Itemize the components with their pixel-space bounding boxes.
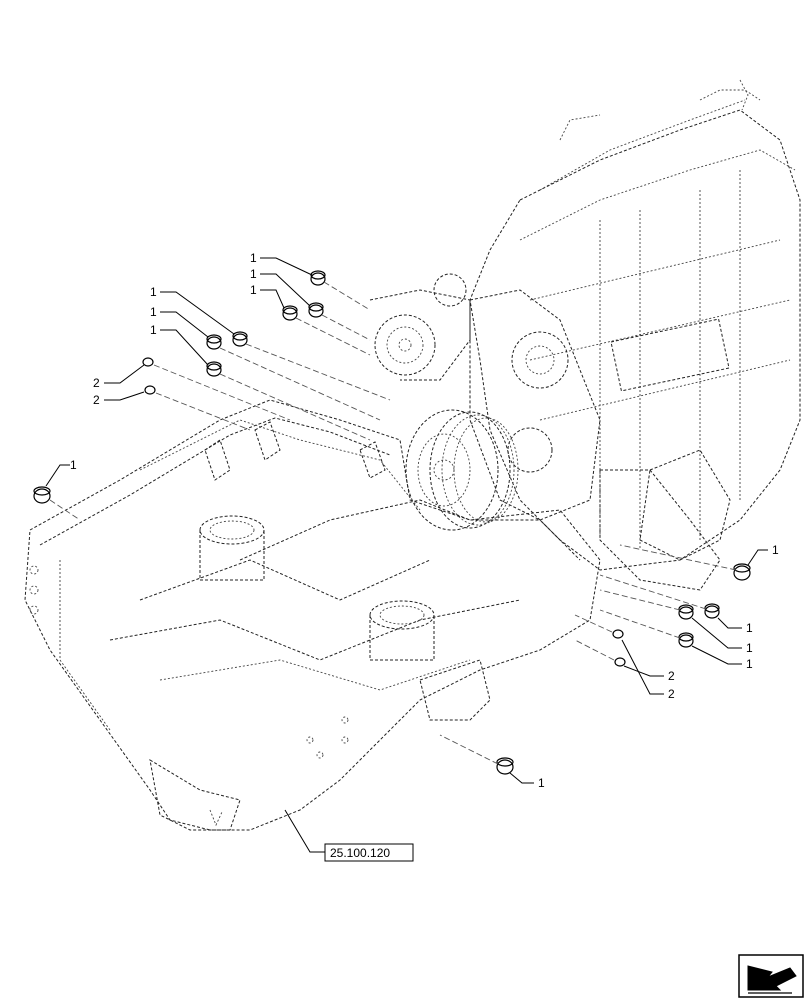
small-plug-part [612,629,624,639]
plug-part [310,270,326,286]
callout-1: 1 [746,657,753,671]
reference-label[interactable]: 25.100.120 [324,843,414,862]
plug-part [282,305,298,321]
plug-part [496,757,514,775]
callout-1: 1 [538,776,545,790]
callout-1: 1 [746,641,753,655]
callout-1: 1 [250,267,257,281]
callout-labels: 1 1 1 1 1 1 2 2 1 1 1 1 1 2 2 1 [70,251,779,790]
plug-part [206,361,222,377]
callout-1: 1 [746,621,753,635]
callout-1: 1 [150,285,157,299]
callout-1: 1 [250,283,257,297]
callout-1: 1 [772,543,779,557]
callout-2: 2 [93,376,100,390]
callout-1: 1 [70,458,77,472]
plug-part [704,603,720,619]
small-plug-part [142,357,154,367]
callout-leaders [45,257,768,853]
small-plug-part [144,385,156,395]
front-axle-support-frame [24,399,601,831]
installation-paths [49,281,737,765]
engine-assembly [369,79,801,591]
callout-2: 2 [93,393,100,407]
callout-2: 2 [668,669,675,683]
small-plug-part [614,657,626,667]
reference-label-text: 25.100.120 [330,846,390,860]
plug-part [678,632,694,648]
callout-1: 1 [150,323,157,337]
plug-part [678,604,694,620]
callout-2: 2 [668,687,675,701]
arrow-navigation-icon[interactable] [738,954,804,998]
plug-part [33,486,51,504]
plug-part [206,334,222,350]
plug-part [308,302,324,318]
plug-part [733,563,751,581]
plug-part [232,331,248,347]
callout-1: 1 [250,251,257,265]
callout-1: 1 [150,305,157,319]
